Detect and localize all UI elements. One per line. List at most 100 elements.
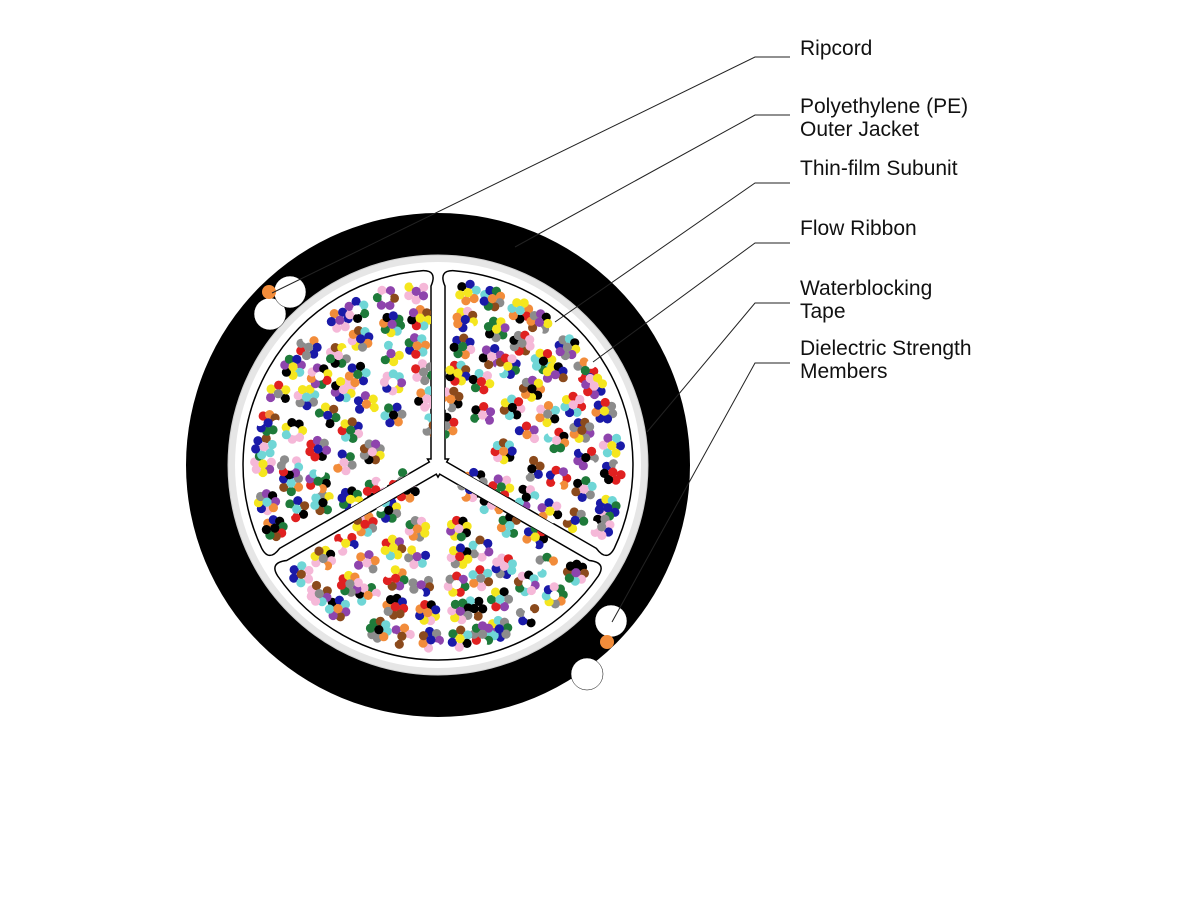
fiber [545,506,555,516]
fiber [568,400,578,410]
fiber [281,385,291,395]
flow-ribbon [415,600,441,626]
fiber [551,465,561,475]
fiber [284,354,294,364]
fiber [339,457,349,467]
fiber [550,370,560,380]
fiber [468,540,478,550]
fiber [389,357,399,367]
fiber [534,317,545,327]
fiber [478,604,488,614]
fiber [407,315,417,325]
fiber [535,348,545,358]
fiber [415,544,425,554]
fiber [323,410,333,420]
fiber [310,500,320,510]
fiber [580,365,590,376]
fiber [507,354,517,364]
fiber [461,296,471,306]
fiber [485,379,495,389]
fiber [324,604,335,614]
fiber [431,605,441,615]
fiber [344,301,354,311]
label-line: Tape [800,300,846,323]
fiber [473,611,483,621]
fiber [257,450,267,460]
fiber [335,315,345,325]
fiber [605,520,615,530]
fiber [371,588,381,598]
fiber [548,556,559,566]
fiber [301,392,312,402]
fiber [267,439,277,450]
flow-ribbon [515,601,542,628]
fiber [354,560,364,570]
fiber [470,413,480,423]
fiber [457,487,467,497]
flow-ribbon [543,427,570,454]
fiber [298,509,309,519]
flow-ribbon [331,449,357,476]
fiber [449,342,459,352]
fiber [465,596,475,606]
fiber [312,435,322,446]
fiber [287,418,297,428]
fiber [505,521,515,531]
fiber [309,349,319,359]
flow-ribbon [496,512,523,538]
fiber [455,587,465,597]
fiber [378,480,388,490]
fiber [457,615,467,625]
fiber [577,492,587,502]
fiber [391,625,401,635]
fiber [417,359,427,369]
fiber [359,300,369,310]
fiber [448,426,458,436]
flow-ribbon [326,343,351,368]
fiber [508,310,518,321]
dielectric-strength-member [570,657,604,691]
fiber [558,366,568,376]
fiber [297,385,308,395]
fiber [296,578,306,588]
fiber [517,338,527,348]
flow-ribbon [486,587,514,612]
dielectric-strength-member [273,275,307,309]
fiber [483,577,494,587]
fiber [306,591,316,602]
fiber [410,486,420,497]
fiber [500,323,510,333]
fiber [552,501,562,511]
flow-ribbon [569,417,595,443]
fiber [357,596,367,606]
fiber [266,392,276,403]
ripcord [600,635,614,649]
fiber [569,507,579,517]
fiber [526,585,537,596]
fiber [411,364,421,374]
fiber [362,558,372,568]
fiber [535,461,545,471]
flow-ribbon [261,515,288,542]
fiber [289,573,299,583]
flow-ribbon [305,468,331,494]
fiber [322,586,332,596]
fiber [599,406,610,416]
fiber [611,448,621,458]
fiber [576,509,586,519]
fiber [286,486,296,497]
fiber [542,373,553,383]
fiber [454,524,464,534]
fiber [279,455,290,465]
fiber [452,335,462,345]
flow-ribbon [411,359,434,386]
fiber [450,613,460,623]
fiber [481,345,491,355]
fiber [492,324,502,334]
flow-ribbon [355,583,381,609]
fiber [553,509,563,520]
fiber [331,412,341,423]
fiber [515,434,525,444]
fiber [380,411,390,421]
fiber [295,398,305,408]
